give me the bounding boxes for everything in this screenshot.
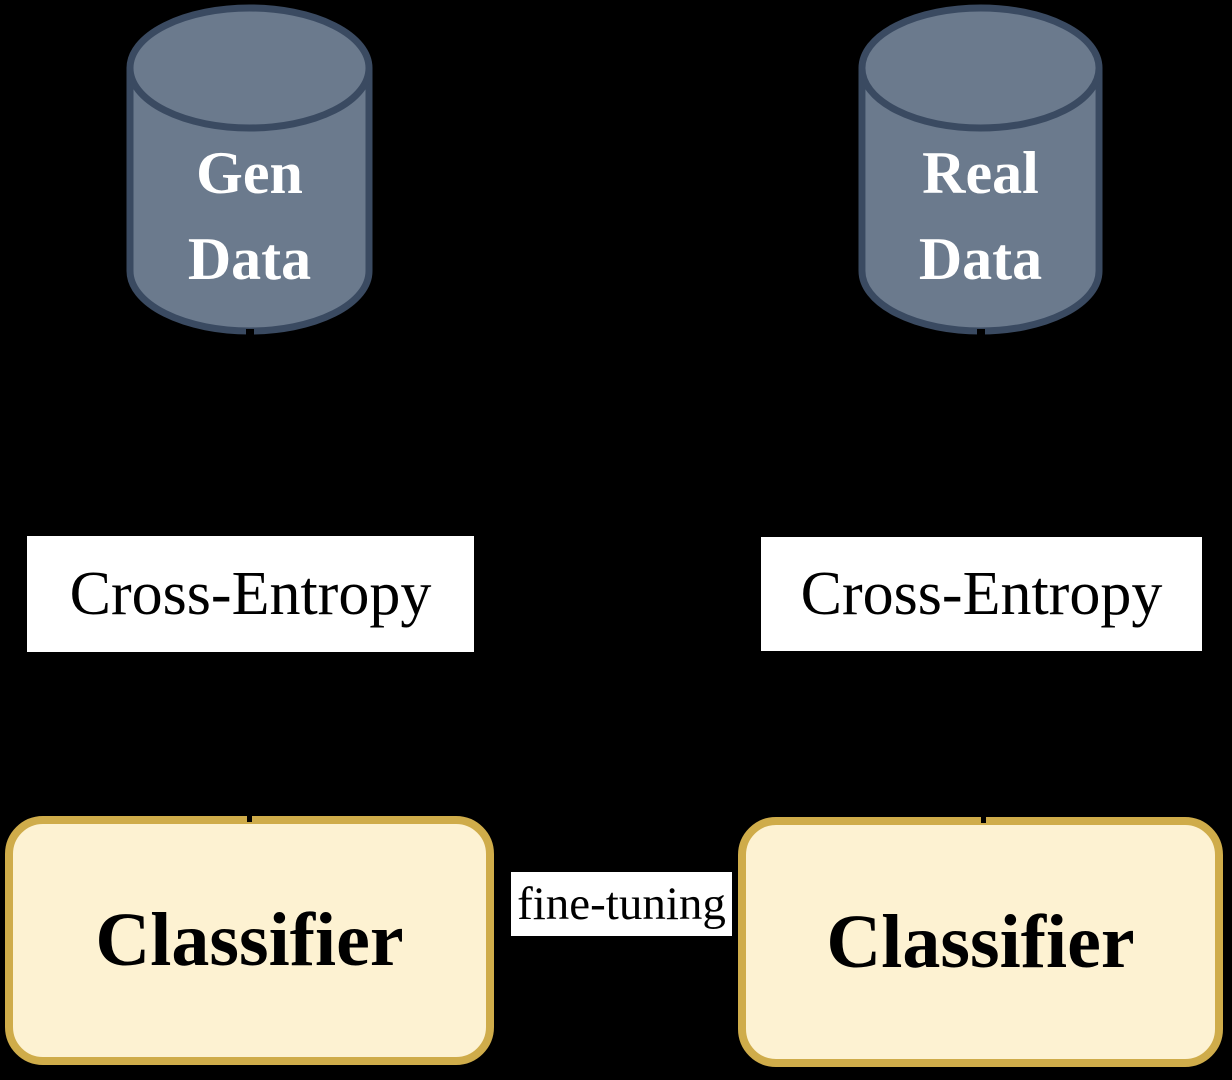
arrow-remnant-mark bbox=[246, 329, 254, 337]
classifier-label: Classifier bbox=[826, 899, 1135, 984]
arrow-remnant-mark bbox=[247, 813, 252, 822]
cross-entropy-box-right: Cross-Entropy bbox=[758, 534, 1205, 654]
fine-tuning-label: fine-tuning bbox=[511, 872, 732, 936]
database-icon bbox=[858, 4, 1103, 335]
classifier-label: Classifier bbox=[95, 898, 404, 982]
fine-tuning-text: fine-tuning bbox=[517, 878, 726, 930]
gen-data-cylinder: Gen Data bbox=[126, 4, 373, 335]
cross-entropy-label: Cross-Entropy bbox=[69, 559, 432, 628]
cross-entropy-label: Cross-Entropy bbox=[800, 559, 1163, 628]
arrow-remnant-mark bbox=[981, 814, 986, 823]
classifier-box-right: Classifier bbox=[738, 817, 1223, 1067]
real-data-cylinder: Real Data bbox=[858, 4, 1103, 335]
gen-data-label: Gen Data bbox=[187, 140, 312, 292]
cross-entropy-box-left: Cross-Entropy bbox=[24, 533, 477, 655]
classifier-box-left: Classifier bbox=[5, 816, 494, 1065]
arrow-remnant-mark bbox=[977, 329, 985, 337]
real-data-label: Real Data bbox=[918, 140, 1043, 292]
